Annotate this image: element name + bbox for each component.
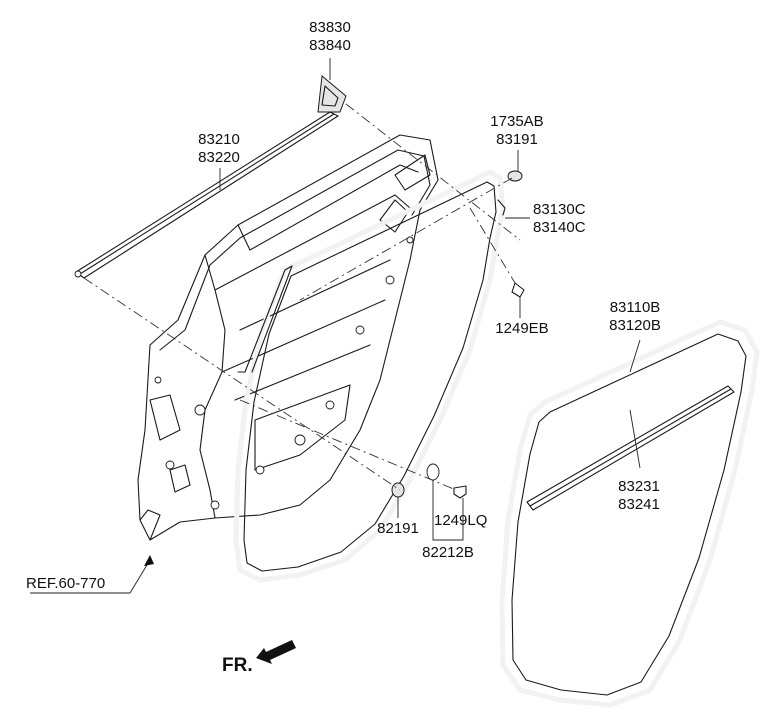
label-83241: 83241 xyxy=(618,496,660,513)
leader-lines xyxy=(30,58,641,594)
screw-1249LQ xyxy=(453,485,467,499)
label-83231: 83231 xyxy=(618,478,660,495)
label-83110B: 83110B xyxy=(610,299,661,316)
label-ref: REF.60-770 xyxy=(26,575,105,592)
alignment-lines xyxy=(83,103,521,491)
front-indicator: FR. xyxy=(222,640,296,676)
label-83210: 83210 xyxy=(198,131,240,148)
label-front: FR. xyxy=(222,655,253,676)
body-weatherstrip xyxy=(499,319,760,708)
label-83220: 83220 xyxy=(198,149,240,166)
label-1735AB: 1735AB xyxy=(490,113,543,130)
label-1249LQ: 1249LQ xyxy=(434,512,487,529)
label-83140C: 83140C xyxy=(533,219,586,236)
label-83130C: 83130C xyxy=(533,201,586,218)
inner-belt-strip xyxy=(526,385,735,511)
label-83120B: 83120B xyxy=(609,317,661,334)
belt-weatherstrip xyxy=(74,111,339,279)
delta-moulding xyxy=(317,75,347,113)
door-panel xyxy=(137,134,439,541)
label-83840: 83840 xyxy=(309,37,351,54)
part-labels: 83830 83840 83210 83220 1735AB 83191 831… xyxy=(26,19,661,592)
clip-1249EB xyxy=(511,282,525,298)
front-arrow-icon xyxy=(256,640,296,664)
door-weatherstrip xyxy=(233,169,506,583)
label-82212B: 82212B xyxy=(422,544,474,561)
bumper-82191 xyxy=(391,482,405,498)
label-1249EB: 1249EB xyxy=(495,320,548,337)
label-82191: 82191 xyxy=(377,520,419,537)
label-83191: 83191 xyxy=(496,131,538,148)
washer-82212B xyxy=(426,463,440,481)
label-83830: 83830 xyxy=(309,19,351,36)
